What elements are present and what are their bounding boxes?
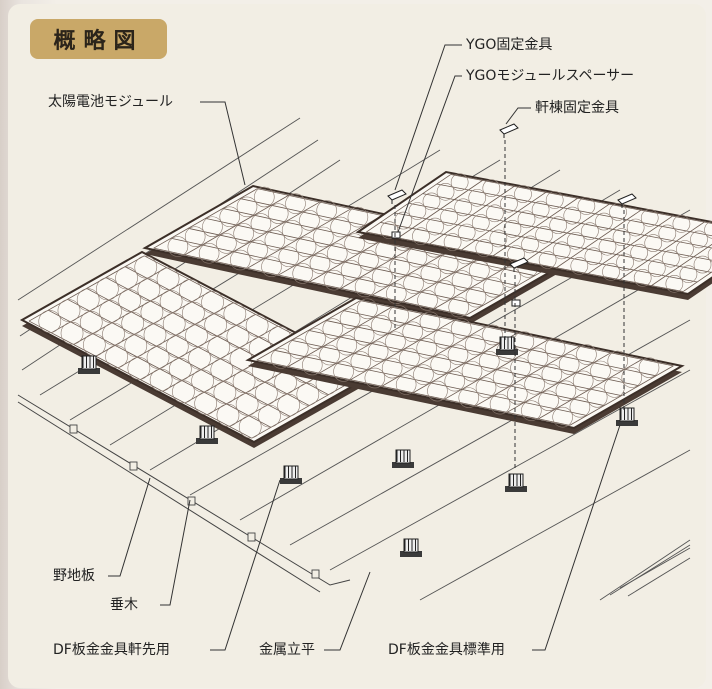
- ygo-spacer: [391, 231, 401, 239]
- label-sheathing-board: 野地板: [53, 568, 95, 584]
- label-solar-module: 太陽電池モジュール: [48, 94, 174, 110]
- bracket-3: [392, 449, 414, 468]
- eave-ridge-clamp-2: [617, 193, 637, 208]
- df-eave-bracket: [280, 465, 302, 484]
- bracket-4: [505, 473, 527, 492]
- label-ygo-spacer: YGOモジュールスペーサー: [466, 68, 635, 84]
- label-eave-ridge-clamp: 軒棟固定金具: [535, 100, 619, 116]
- leader-lines: [108, 44, 625, 651]
- ygo-spacer-2: [511, 299, 521, 307]
- label-ygo-clamp: YGO固定金具: [466, 37, 553, 53]
- brackets: [78, 123, 638, 557]
- label-metal-standing-seam: 金属立平: [259, 642, 315, 658]
- bracket-eave-1: [78, 355, 100, 374]
- bracket-5: [400, 538, 422, 557]
- ygo-clamp-2: [509, 257, 529, 272]
- label-rafter: 垂木: [110, 597, 138, 613]
- bracket-eave-2: [196, 425, 218, 444]
- bracket-6: [496, 336, 518, 355]
- solar-modules: [19, 170, 712, 448]
- diagram-title: 概略図: [30, 19, 167, 59]
- ygo-clamp: [387, 189, 407, 204]
- solar-module-front-center: [245, 296, 685, 434]
- solar-module-front-left: [19, 250, 377, 448]
- label-df-standard-bracket: DF板金金具標準用: [388, 642, 505, 658]
- df-standard-bracket: [616, 407, 638, 426]
- eave-ridge-clamp-1: [499, 123, 519, 138]
- label-df-eave-bracket: DF板金金具軒先用: [53, 642, 170, 658]
